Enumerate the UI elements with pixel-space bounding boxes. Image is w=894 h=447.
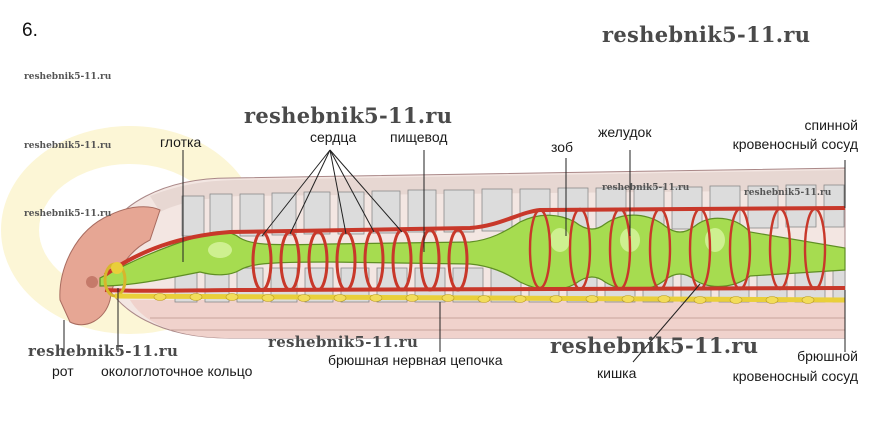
label-ventral-vessel-1: брюшной bbox=[797, 348, 858, 364]
nerve-ganglia bbox=[153, 293, 815, 304]
label-mouth: рот bbox=[52, 363, 74, 379]
watermark-small-1: reshebnik5-11.ru bbox=[24, 72, 112, 82]
leader-lines bbox=[63, 149, 846, 363]
hearts bbox=[251, 228, 469, 292]
label-dorsal-vessel-2: кровеносный сосуд bbox=[732, 136, 858, 152]
mouth bbox=[86, 276, 98, 288]
watermark-header: reshebnik5-11.ru bbox=[602, 22, 811, 47]
label-ventral-vessel-2: кровеносный сосуд bbox=[732, 368, 858, 384]
label-hearts: сердца bbox=[310, 129, 357, 145]
watermark-center-bottom: reshebnik5-11.ru bbox=[268, 333, 419, 351]
label-nerve-cord: брюшная нервная цепочка bbox=[328, 352, 503, 368]
watermark-center-top: reshebnik5-11.ru bbox=[244, 103, 453, 128]
figure-number: 6. bbox=[22, 20, 38, 41]
label-intestine: кишка bbox=[597, 365, 637, 381]
label-crop: зоб bbox=[551, 139, 574, 155]
label-pharynx: глотка bbox=[160, 134, 202, 150]
label-dorsal-vessel-1: спинной bbox=[804, 117, 858, 133]
dorsal-blood-vessel bbox=[103, 206, 846, 277]
watermark-left-bottom: reshebnik5-11.ru bbox=[28, 342, 179, 360]
label-gizzard: желудок bbox=[598, 124, 652, 140]
watermark-small-2: reshebnik5-11.ru bbox=[24, 141, 112, 151]
watermark-small-4: reshebnik5-11.ru bbox=[602, 183, 690, 193]
watermark-small-3: reshebnik5-11.ru bbox=[24, 209, 112, 219]
watermark-right-bottom: reshebnik5-11.ru bbox=[550, 333, 759, 358]
watermark-small-5: reshebnik5-11.ru bbox=[744, 188, 832, 198]
label-esophagus: пищевод bbox=[390, 129, 448, 145]
segmental-vessels bbox=[528, 207, 827, 291]
label-nerve-ring: окологлоточное кольцо bbox=[101, 363, 253, 379]
